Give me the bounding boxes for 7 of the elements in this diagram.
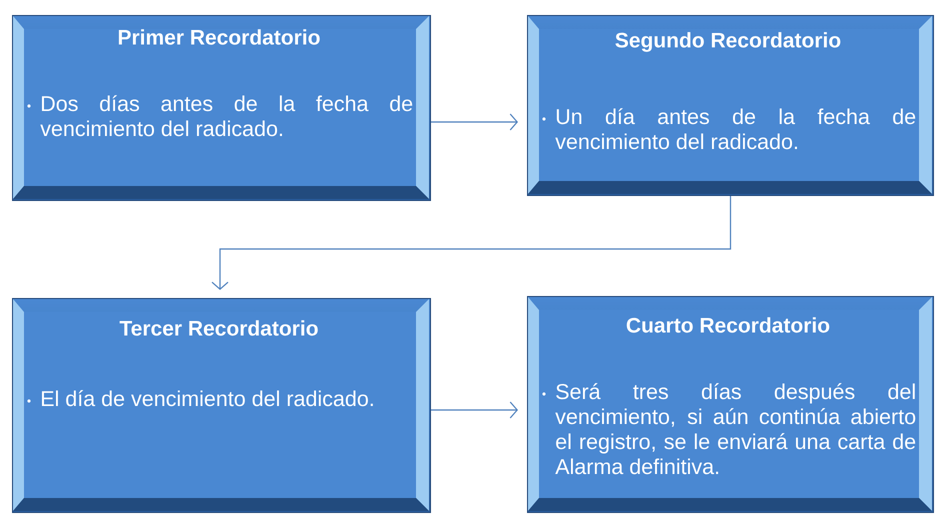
process-box: Tercer Recordatorio El día de vencimiento del radicado. <box>12 298 431 513</box>
arrow <box>212 196 732 290</box>
process-box: Cuarto Recordatorio Será tres días después del vencimiento, si aún continúa abierto el registro, se le enviará una carta de Alarma definitiva. <box>527 296 934 513</box>
process-box: Segundo Recordatorio Un día antes de la fecha de vencimiento del radicado. <box>527 15 934 196</box>
process-box: Primer Recordatorio Dos días antes de la fecha de vencimiento del radicado. <box>12 15 431 201</box>
arrow <box>431 114 518 130</box>
arrow <box>431 402 518 418</box>
